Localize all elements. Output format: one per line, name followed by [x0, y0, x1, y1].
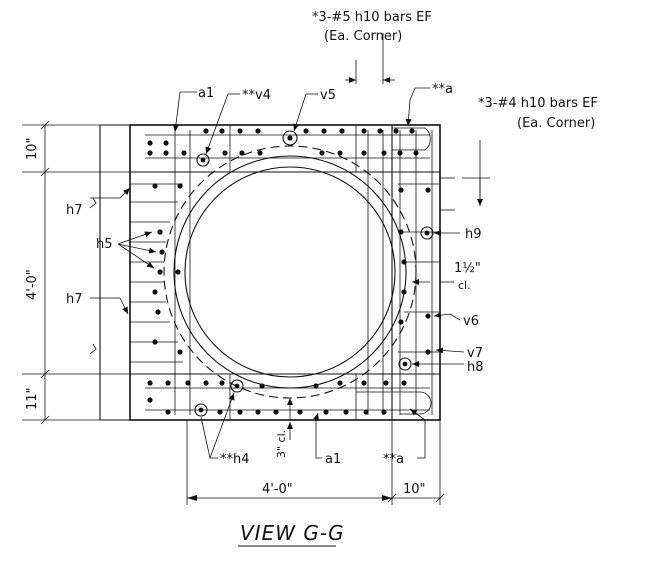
- dim-top-slab: 10": [25, 137, 40, 160]
- clear-side-label: 1½": [454, 261, 481, 276]
- view-title: VIEW G-G: [240, 521, 345, 545]
- dim-height: 4'-0": [25, 269, 40, 300]
- left-column: [152, 183, 183, 355]
- callout-labels: *3-#5 h10 bars EF (Ea. Corner) *3-#4 h10…: [66, 10, 598, 467]
- top-bars-callout: *3-#5 h10 bars EF: [312, 10, 432, 25]
- h9-label: h9: [465, 227, 482, 242]
- dim-bottom-slab: 11": [25, 387, 40, 410]
- right-bars-callout-sub: (Ea. Corner): [517, 116, 595, 131]
- a-top-label: **a: [432, 82, 453, 97]
- h7-upper-label: h7: [66, 203, 83, 218]
- circular-opening: [163, 145, 417, 399]
- h4-circle-1: [230, 379, 244, 393]
- h9-circle: [420, 226, 434, 240]
- hoop-ring-outer: [173, 155, 407, 389]
- leader-lines: [89, 33, 490, 459]
- v4-circle: [196, 153, 210, 167]
- h5-label: h5: [96, 237, 113, 252]
- bottom-right-u-bar: [356, 391, 432, 415]
- h4-circle-2: [194, 403, 208, 417]
- dim-right-wall: 10": [403, 482, 426, 497]
- v6-label: v6: [463, 314, 479, 329]
- top-row-1: [147, 128, 415, 146]
- top-right-u-bar: [392, 127, 431, 151]
- pipe-opening: [184, 166, 396, 378]
- bottom-row-2: [147, 397, 387, 415]
- dimension-lines: [22, 120, 445, 505]
- box-section-outline: [99, 124, 441, 421]
- h7-lower-label: h7: [66, 292, 83, 307]
- bar-dots: [147, 128, 431, 415]
- v5-label: v5: [320, 88, 336, 103]
- v4-label: **v4: [242, 88, 271, 103]
- h8-circle: [398, 357, 412, 371]
- v7-label: v7: [467, 346, 483, 361]
- a-bottom-label: **a: [383, 452, 404, 467]
- circled-bars: [194, 130, 434, 417]
- a1-top-label: a1: [198, 86, 214, 101]
- outer-boundary: [129, 124, 441, 421]
- h8-label: h8: [467, 360, 484, 375]
- top-bars-callout-sub: (Ea. Corner): [324, 29, 402, 44]
- right-bars-callout: *3-#4 h10 bars EF: [478, 96, 598, 111]
- top-row-2: [147, 150, 419, 156]
- bottom-row-1: [147, 380, 407, 389]
- clear-side-cl-label: cl.: [458, 279, 471, 292]
- dim-width: 4'-0": [262, 482, 293, 497]
- v5-circle: [282, 130, 298, 146]
- dimension-labels: 10" 4'-0" 11" 4'-0" 10": [25, 137, 426, 497]
- clear-bottom-label: 3" cl.: [275, 430, 288, 458]
- a1-bottom-label: a1: [325, 452, 341, 467]
- right-column: [398, 187, 431, 355]
- h4-label: **h4: [220, 452, 250, 467]
- hoop-ring-dashed: [163, 145, 417, 399]
